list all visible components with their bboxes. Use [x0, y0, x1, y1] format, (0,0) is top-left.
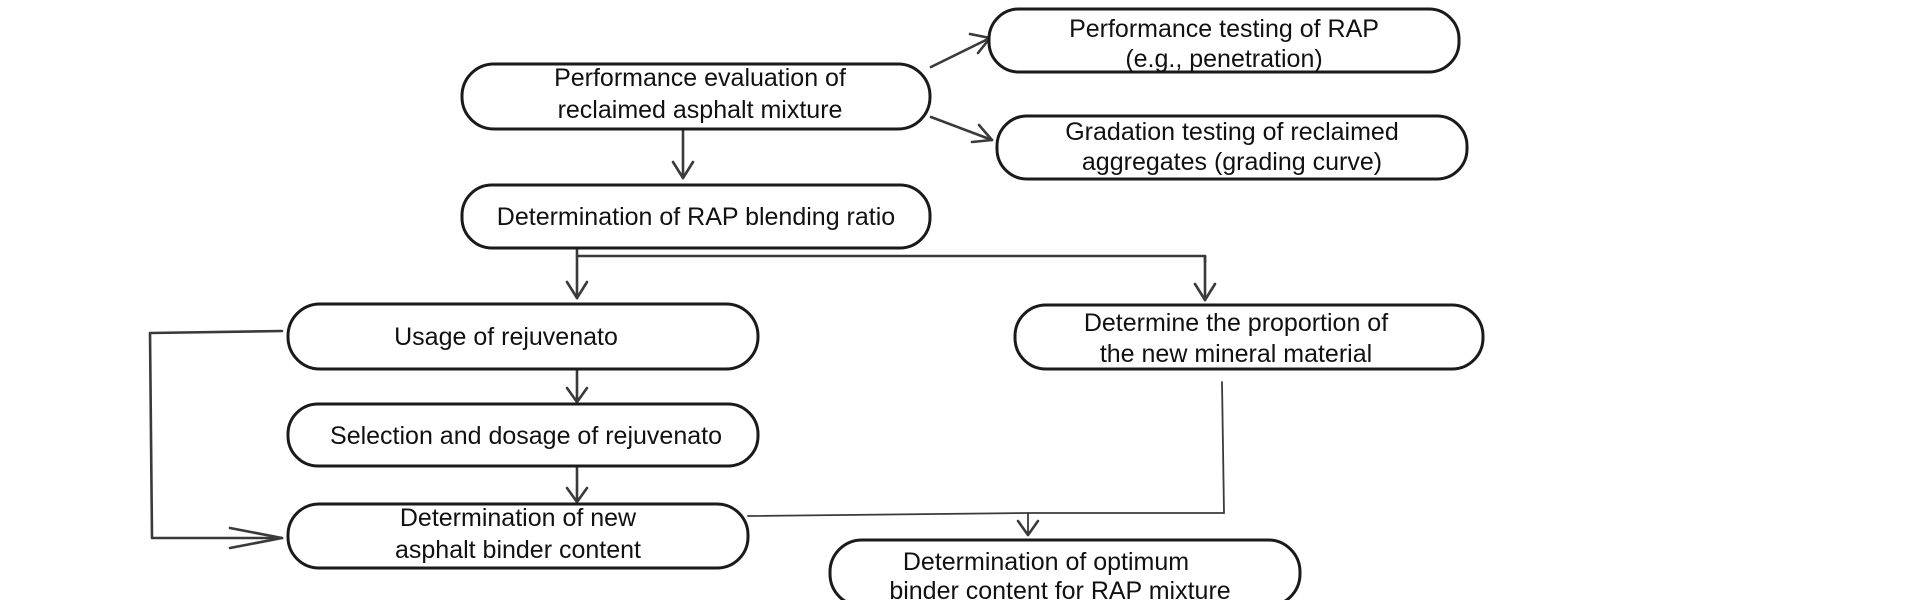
node-new-mineral-proportion: Determine the proportion of the new mine…	[1013, 303, 1485, 371]
node-line-1: Usage of rejuvenato	[394, 323, 618, 351]
node-shape	[460, 62, 932, 131]
connectors	[148, 32, 1225, 550]
node-line-1: Performance testing of RAP	[1069, 15, 1379, 43]
line-blending-split	[575, 247, 1207, 264]
node-shape	[995, 114, 1469, 181]
arrow-eval-to-blending-ratio	[671, 126, 695, 180]
arrow-mineral-to-optimum	[1016, 381, 1225, 537]
arrow-eval-to-gradation-testing	[929, 115, 994, 144]
node-line-1: Determine the proportion of	[1084, 309, 1388, 337]
arrow-blending-to-usage-rejuvenato	[565, 254, 589, 300]
node-shape	[460, 183, 932, 250]
node-line-1: Determination of new	[400, 504, 637, 532]
node-line-1: Performance evaluation of	[554, 64, 846, 92]
node-new-binder-content: Determination of new asphalt binder cont…	[286, 502, 750, 570]
node-line-2: reclaimed asphalt mixture	[558, 96, 843, 124]
node-shape	[1013, 303, 1485, 371]
arrow-blending-to-mineral-proportion	[1193, 254, 1217, 302]
node-performance-evaluation: Performance evaluation of reclaimed asph…	[460, 62, 932, 131]
node-gradation-testing: Gradation testing of reclaimed aggregate…	[995, 114, 1469, 181]
arrow-eval-to-performance-testing	[929, 32, 992, 69]
arrow-usage-bypass-to-new-binder	[148, 329, 284, 550]
arrow-usage-to-selection	[565, 366, 589, 404]
node-performance-testing-rap: Performance testing of RAP (e.g., penetr…	[987, 7, 1461, 74]
node-usage-rejuvenato: Usage of rejuvenato	[286, 302, 760, 371]
node-line-1: Selection and dosage of rejuvenato	[330, 422, 722, 450]
node-line-2: binder content for RAP mixture	[889, 577, 1230, 600]
node-line-2: the new mineral material	[1100, 340, 1372, 368]
node-optimum-binder-content: Determination of optimum binder content …	[828, 538, 1302, 600]
node-line-2: aggregates (grading curve)	[1082, 148, 1382, 176]
node-line-1: Gradation testing of reclaimed	[1065, 118, 1399, 146]
node-line-1: Determination of RAP blending ratio	[497, 203, 895, 231]
node-shape	[987, 7, 1461, 74]
node-rap-blending-ratio: Determination of RAP blending ratio	[460, 183, 932, 250]
node-shape	[286, 402, 760, 468]
node-shape	[828, 538, 1302, 600]
node-line-2: (e.g., penetration)	[1125, 45, 1322, 73]
node-line-2: asphalt binder content	[395, 536, 641, 564]
node-line-1: Determination of optimum	[903, 548, 1189, 576]
arrow-selection-to-new-binder	[565, 464, 589, 504]
line-new-binder-to-optimum	[747, 512, 1029, 517]
node-shape	[286, 302, 760, 371]
node-selection-dosage-rejuvenato: Selection and dosage of rejuvenato	[286, 402, 760, 468]
node-shape	[286, 502, 750, 570]
